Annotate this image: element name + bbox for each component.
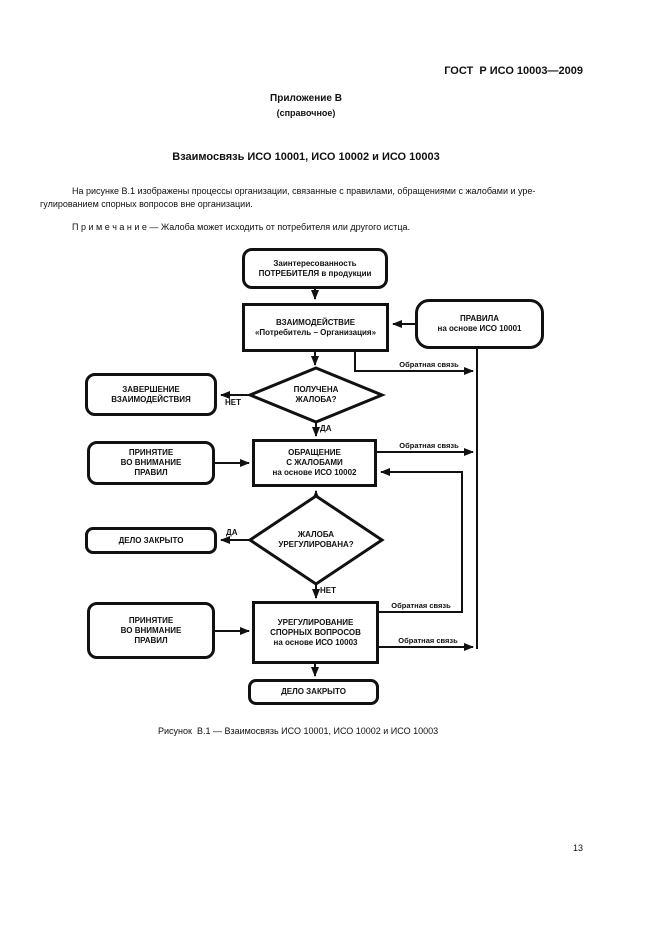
annex-title: Приложение В [270,93,342,104]
feedback-label-dispute-inner: Обратная связь [391,601,451,610]
node-text: ПОТРЕБИТЕЛЯ в продукции [258,268,372,278]
node-text: на основе ИСО 10002 [272,468,357,477]
feedback-label-interaction: Обратная связь [399,360,459,369]
node-text: УРЕГУЛИРОВАНИЕ [277,617,354,627]
flow-node-regard-rules-bottom: ПРИНЯТИЕ ВО ВНИМАНИЕ ПРАВИЛ [87,602,215,659]
node-text: ПРИНЯТИЕ [128,615,174,625]
flow-decision-complaint-received: ПОЛУЧЕНА ЖАЛОБА? [250,370,382,420]
page-number: 13 [572,843,583,853]
feedback-label-complaints: Обратная связь [399,441,459,450]
flow-node-case-closed-left: ДЕЛО ЗАКРЫТО [85,527,217,554]
flow-node-consumer-interest: Заинтересованность ПОТРЕБИТЕЛЯ в продукц… [242,248,388,289]
no-label-decision1: НЕТ [225,398,241,407]
flow-decision-complaint-resolved: ЖАЛОБА УРЕГУЛИРОВАНА? [250,500,382,580]
paragraph-line: гулированием спорных вопросов вне органи… [40,199,253,209]
node-text: ПРИНЯТИЕ [128,448,174,457]
section-title: Взаимосвязь ИСО 10001, ИСО 10002 и ИСО 1… [172,151,440,163]
node-text: УРЕГУЛИРОВАНА? [278,540,354,549]
node-text: на основе ИСО 10001 [437,324,522,333]
node-text: ДЕЛО ЗАКРЫТО [118,535,184,545]
standard-designation: ГОСТ Р ИСО 10003—2009 [444,65,583,77]
node-text: ДЕЛО ЗАКРЫТО [281,687,346,696]
flow-node-case-closed-bottom: ДЕЛО ЗАКРЫТО [248,679,379,705]
feedback-label-dispute-outer: Обратная связь [398,636,458,645]
node-text: ВЗАИМОДЕЙСТВИЕ [275,317,356,327]
node-text: ЗАВЕРШЕНИЕ [122,384,180,394]
flow-node-end-of-interaction: ЗАВЕРШЕНИЕ ВЗАИМОДЕЙСТВИЯ [85,373,217,416]
node-text: ЖАЛОБА? [295,395,337,404]
node-text: ВЗАИМОДЕЙСТВИЯ [111,394,191,404]
node-text: ВО ВНИМАНИЕ [120,458,182,467]
flow-node-interaction: ВЗАИМОДЕЙСТВИЕ «Потребитель – Организаци… [242,303,389,352]
flow-node-rules-iso10001: ПРАВИЛА на основе ИСО 10001 [415,299,544,349]
node-text: ПРАВИЛ [134,468,168,477]
node-text: СПОРНЫХ ВОПРОСОВ [270,627,361,637]
node-text: «Потребитель – Организация» [254,327,377,337]
no-label-decision2: НЕТ [320,586,336,595]
yes-label-decision1: ДА [320,424,332,433]
node-text: ЖАЛОБА [297,530,335,539]
flow-node-dispute-resolution-iso10003: УРЕГУЛИРОВАНИЕ СПОРНЫХ ВОПРОСОВ на основ… [252,601,379,664]
figure-caption: Рисунок В.1 — Взаимосвязь ИСО 10001, ИСО… [158,726,439,736]
node-text: ПРАВИЛА [459,314,500,323]
annex-subtitle: (справочное) [276,108,336,118]
flow-node-regard-rules-top: ПРИНЯТИЕ ВО ВНИМАНИЕ ПРАВИЛ [87,441,215,485]
node-text: С ЖАЛОБАМИ [286,458,343,467]
node-text: на основе ИСО 10003 [273,637,358,647]
yes-label-decision2: ДА [226,528,238,537]
edge-feedback-dispute-to-complaints [379,468,463,613]
node-text: Заинтересованность [273,258,357,268]
note-text: П р и м е ч а н и е — Жалоба может исход… [72,222,411,232]
node-text: ВО ВНИМАНИЕ [120,625,182,635]
flow-node-complaints-handling-iso10002: ОБРАЩЕНИЕ С ЖАЛОБАМИ на основе ИСО 10002 [252,439,377,487]
node-text: ОБРАЩЕНИЕ [288,448,341,457]
node-text: ПРАВИЛ [134,635,168,645]
node-text: ПОЛУЧЕНА [293,385,339,394]
paragraph-line: На рисунке В.1 изображены процессы орган… [72,186,536,196]
